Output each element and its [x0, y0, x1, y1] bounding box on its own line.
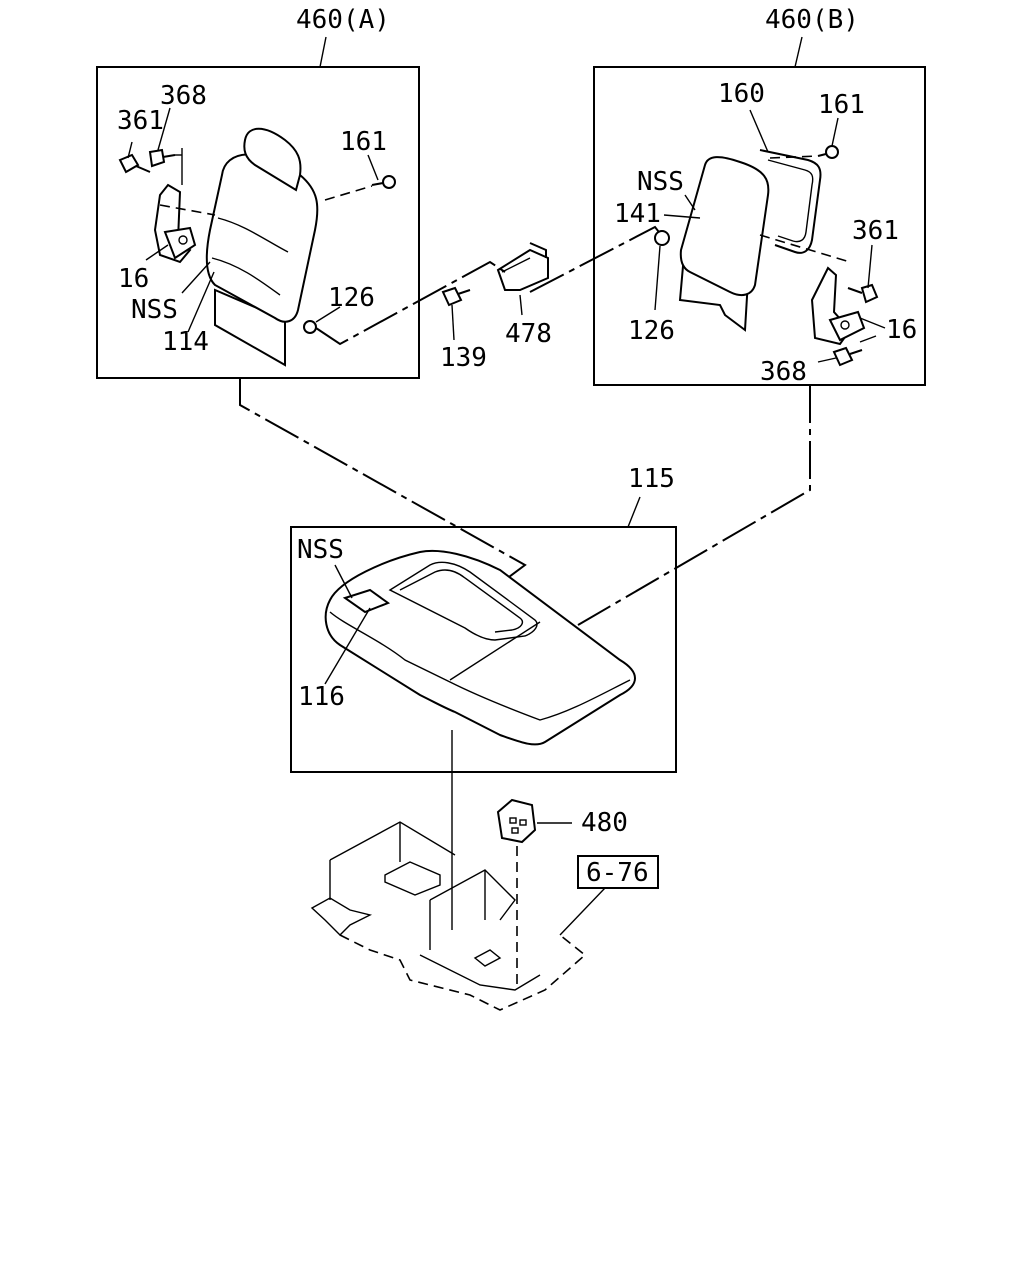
callout-361-a: 361: [117, 106, 164, 136]
hinge-bracket-b[interactable]: [810, 266, 866, 346]
callout-141: 141: [614, 199, 661, 229]
ref-label: 6-76: [586, 858, 649, 888]
callout-114-a: 114: [162, 327, 209, 357]
label-460a: 460(A): [296, 5, 390, 35]
label-115: 115: [628, 464, 675, 494]
bushing-126-a[interactable]: [303, 320, 317, 334]
callout-160: 160: [718, 79, 765, 109]
callout-161-a: 161: [340, 127, 387, 157]
callout-nss-cushion: NSS: [297, 535, 344, 565]
bushing-126-b[interactable]: [654, 230, 670, 246]
callout-161-b: 161: [818, 90, 865, 120]
callout-126-a: 126: [328, 283, 375, 313]
screw-161-b[interactable]: [817, 145, 839, 159]
callout-16-b: 16: [886, 315, 917, 345]
callout-478: 478: [505, 319, 552, 349]
bolt-139[interactable]: [441, 286, 471, 341]
callout-126-b: 126: [628, 316, 675, 346]
callout-16-a: 16: [118, 264, 149, 294]
bolt-368-b[interactable]: [832, 346, 863, 367]
back-panel-b[interactable]: [678, 156, 770, 332]
reference-6-76[interactable]: 6-76: [577, 855, 659, 889]
seat-cushion[interactable]: [324, 549, 636, 746]
bolt-361-b[interactable]: [847, 283, 879, 304]
bolt-368-a[interactable]: [148, 148, 176, 168]
callout-368-a: 368: [160, 81, 207, 111]
bracket-480[interactable]: [496, 798, 537, 844]
assembly-box-115: 115: [290, 464, 677, 773]
callout-361-b: 361: [852, 216, 899, 246]
callout-368-b: 368: [760, 357, 807, 387]
callout-139: 139: [440, 343, 487, 373]
screw-161-a[interactable]: [371, 175, 396, 189]
floor-riser: [310, 821, 587, 1011]
assembly-box-460b: 460(B): [593, 5, 926, 386]
bolt-361-a[interactable]: [118, 153, 151, 174]
callout-480: 480: [581, 808, 628, 838]
bracket-478[interactable]: [496, 242, 549, 316]
tag-116[interactable]: [342, 588, 391, 614]
hinge-bracket-a[interactable]: [153, 183, 197, 264]
seat-back-a[interactable]: [205, 127, 319, 367]
callout-nss-b: NSS: [637, 167, 684, 197]
label-460b: 460(B): [765, 5, 859, 35]
frame-160[interactable]: [759, 149, 822, 254]
callout-nss-a: NSS: [131, 295, 178, 325]
assembly-box-460a: 460(A): [96, 5, 420, 379]
callout-116: 116: [298, 682, 345, 712]
